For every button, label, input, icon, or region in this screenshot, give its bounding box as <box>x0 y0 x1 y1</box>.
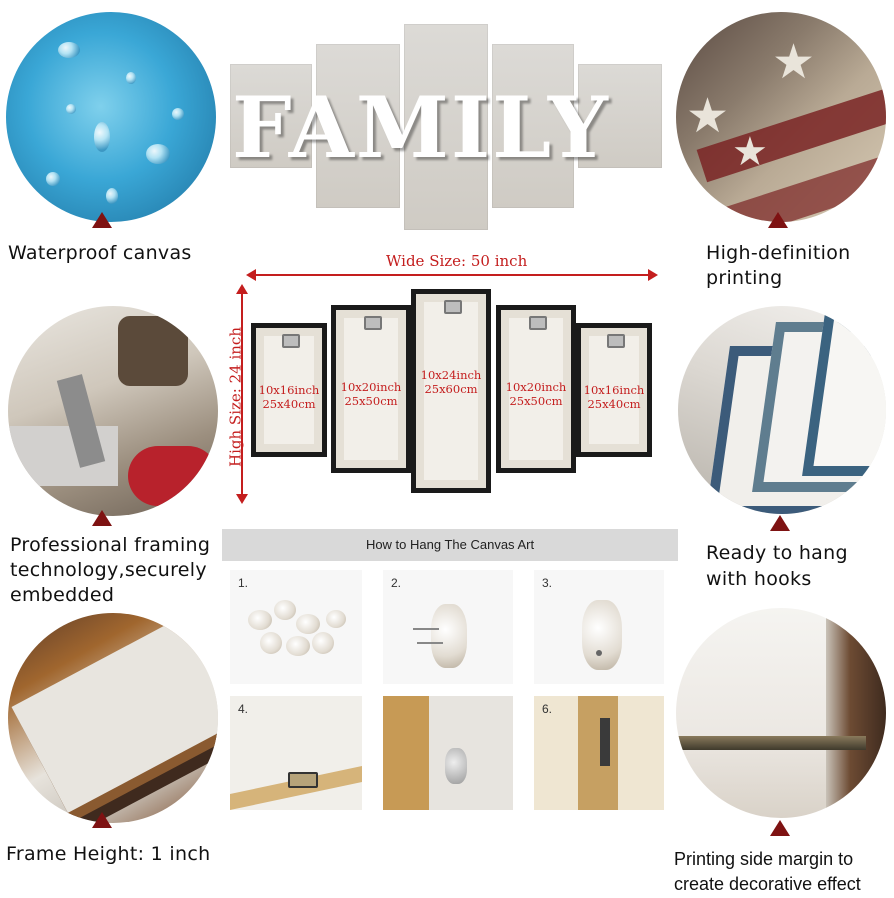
marker-triangle <box>92 812 112 828</box>
label-hang-2: with hooks <box>706 568 812 590</box>
high-size-label: High Size: 24 inch <box>226 327 245 467</box>
label-hd-1: High-definition <box>706 242 851 264</box>
marker-triangle <box>92 510 112 526</box>
label-hang-1: Ready to hang <box>706 542 848 564</box>
star-icon: ★ <box>686 88 730 144</box>
star-icon: ★ <box>732 129 768 175</box>
product-word: FAMILY <box>232 78 610 177</box>
width-arrow <box>246 269 658 281</box>
marker-triangle <box>768 212 788 228</box>
label-margin-1: Printing side margin to <box>674 849 854 869</box>
side-margin-image <box>676 608 886 818</box>
marker-triangle <box>92 212 112 228</box>
step-1: 1. <box>230 570 362 684</box>
label-waterproof: Waterproof canvas <box>8 242 192 264</box>
hd-printing-image: ★ ★ ★ <box>676 12 886 222</box>
how-to-hang-title: How to Hang The Canvas Art <box>365 537 535 552</box>
height-arrow <box>236 284 248 504</box>
step-6: 6. <box>534 696 664 810</box>
label-framing-2: technology,securely <box>10 559 207 581</box>
hook-icon <box>282 334 300 348</box>
label-framing-3: embedded <box>10 584 115 606</box>
frame-height-image <box>8 613 218 823</box>
waterproof-canvas-image <box>6 12 216 222</box>
step-4: 4. <box>230 696 362 811</box>
star-icon: ★ <box>772 34 816 90</box>
label-framing-1: Professional framing <box>10 534 211 556</box>
hook-icon <box>364 316 382 330</box>
hook-icon <box>444 300 462 314</box>
step-3: 3. <box>534 570 664 684</box>
label-margin-2: create decorative effect <box>674 874 861 894</box>
label-frame-height: Frame Height: 1 inch <box>6 843 211 865</box>
how-to-hang-header: How to Hang The Canvas Art <box>222 529 678 561</box>
marker-triangle <box>770 515 790 531</box>
wide-size-label: Wide Size: 50 inch <box>386 252 528 270</box>
hooks-image <box>678 306 886 514</box>
hook-icon <box>607 334 625 348</box>
marker-triangle <box>770 820 790 836</box>
label-hd-2: printing <box>706 267 783 289</box>
step-2: 2. <box>383 570 513 684</box>
hook-icon <box>529 316 547 330</box>
step-5: 5. <box>383 696 513 810</box>
framing-process-image <box>8 306 218 516</box>
